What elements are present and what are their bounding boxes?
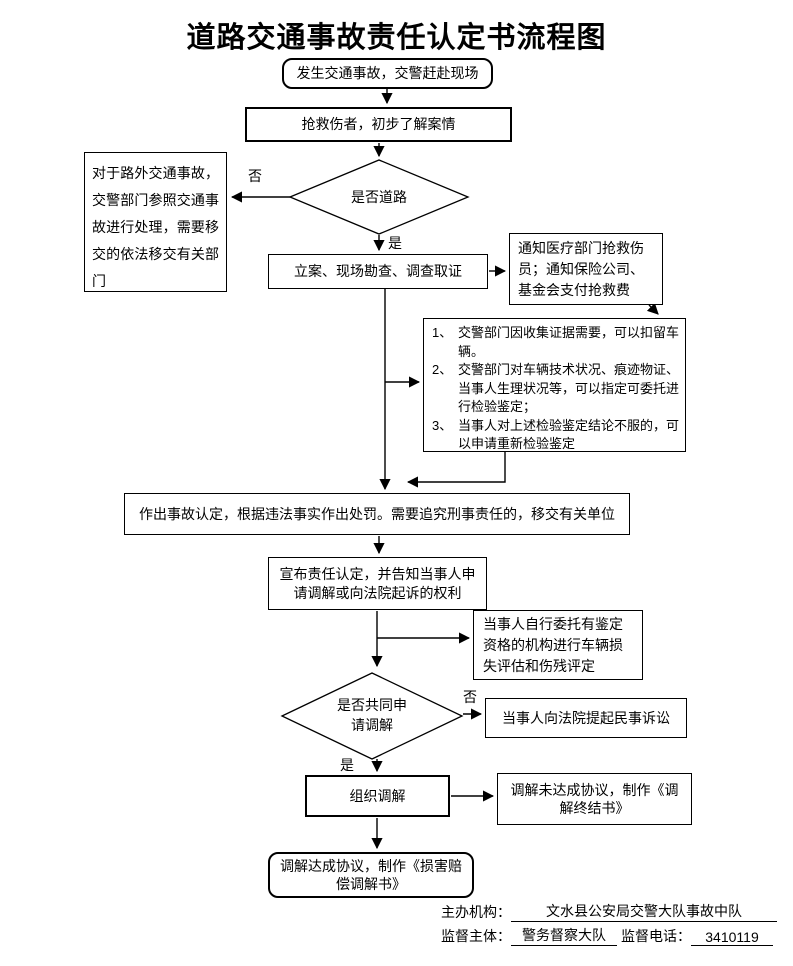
footer-supervisor-label: 监督主体：	[441, 928, 511, 944]
footer-phone-value: 3410119	[691, 929, 773, 946]
legal-item-2-num: 2、	[432, 362, 453, 377]
footer-host-row: 主办机构： 文水县公安局交警大队事故中队	[441, 901, 777, 922]
node-determination: 作出事故认定，根据违法事实作出处罚。需要追究刑事责任的，移交有关单位	[124, 493, 630, 535]
node-offroad-handling: 对于路外交通事故，交警部门参照交通事故进行处理，需要移交的依法移交有关部门	[84, 152, 227, 292]
footer-supervisor-row: 监督主体： 警务督察大队 监督电话： 3410119	[441, 925, 777, 946]
node-notify-medical: 通知医疗部门抢救伤员；通知保险公司、基金会支付抢救费	[509, 233, 663, 305]
branch-label-yes-mediation: 是	[340, 757, 354, 773]
legal-item-3: 3、 当事人对上述检验鉴定结论不服的，可以申请重新检验鉴定	[432, 417, 679, 454]
connector-legal-main	[406, 452, 506, 488]
decision-mediation-label: 是否共同申请调解	[337, 697, 407, 733]
node-mediate: 组织调解	[305, 775, 450, 817]
footer: 主办机构： 文水县公安局交警大队事故中队 监督主体： 警务督察大队 监督电话： …	[441, 901, 777, 949]
node-accident-start: 发生交通事故，交警赶赴现场	[282, 58, 493, 89]
node-self-entrust: 当事人自行委托有鉴定资格的机构进行车辆损失评估和伤残评定	[473, 610, 643, 680]
legal-item-1: 1、 交警部门因收集证据需要，可以扣留车辆。	[432, 324, 679, 361]
node-legal-measures: 1、 交警部门因收集证据需要，可以扣留车辆。 2、 交警部门对车辆技术状况、痕迹…	[423, 318, 686, 452]
connector-notify-legal	[646, 302, 659, 315]
legal-item-3-num: 3、	[432, 417, 453, 433]
branch-label-no-mediation: 否	[463, 689, 477, 705]
node-mediation-fail: 调解未达成协议，制作《调解终结书》	[497, 773, 692, 825]
footer-host-value: 文水县公安局交警大队事故中队	[511, 901, 777, 922]
decision-mediation-diamond	[280, 672, 464, 760]
legal-item-2: 2、 交警部门对车辆技术状况、痕迹物证、当事人生理状况等，可以指定可委托进行检验…	[432, 361, 679, 417]
legal-item-2-text: 交警部门对车辆技术状况、痕迹物证、当事人生理状况等，可以指定可委托进行检验鉴定；	[458, 362, 680, 414]
legal-item-1-text: 交警部门因收集证据需要，可以扣留车辆。	[458, 325, 680, 359]
footer-supervisor-value: 警务督察大队	[511, 925, 617, 946]
node-filing: 立案、现场勘查、调查取证	[268, 254, 488, 289]
node-lawsuit: 当事人向法院提起民事诉讼	[485, 698, 687, 738]
decision-road-diamond	[288, 159, 470, 235]
node-announce: 宣布责任认定，并告知当事人申请调解或向法院起诉的权利	[268, 557, 487, 610]
page-title: 道路交通事故责任认定书流程图	[186, 22, 607, 54]
footer-phone-label: 监督电话：	[621, 928, 691, 944]
decision-road-label: 是否道路	[351, 189, 407, 205]
node-mediation-success: 调解达成协议，制作《损害赔偿调解书》	[268, 852, 474, 898]
node-rescue: 抢救伤者，初步了解案情	[245, 107, 512, 142]
legal-item-1-num: 1、	[432, 325, 453, 340]
branch-label-no-road: 否	[248, 168, 262, 184]
footer-host-label: 主办机构：	[441, 904, 511, 920]
legal-item-3-text: 当事人对上述检验鉴定结论不服的，可以申请重新检验鉴定	[458, 417, 680, 452]
branch-label-yes-road: 是	[388, 235, 402, 251]
